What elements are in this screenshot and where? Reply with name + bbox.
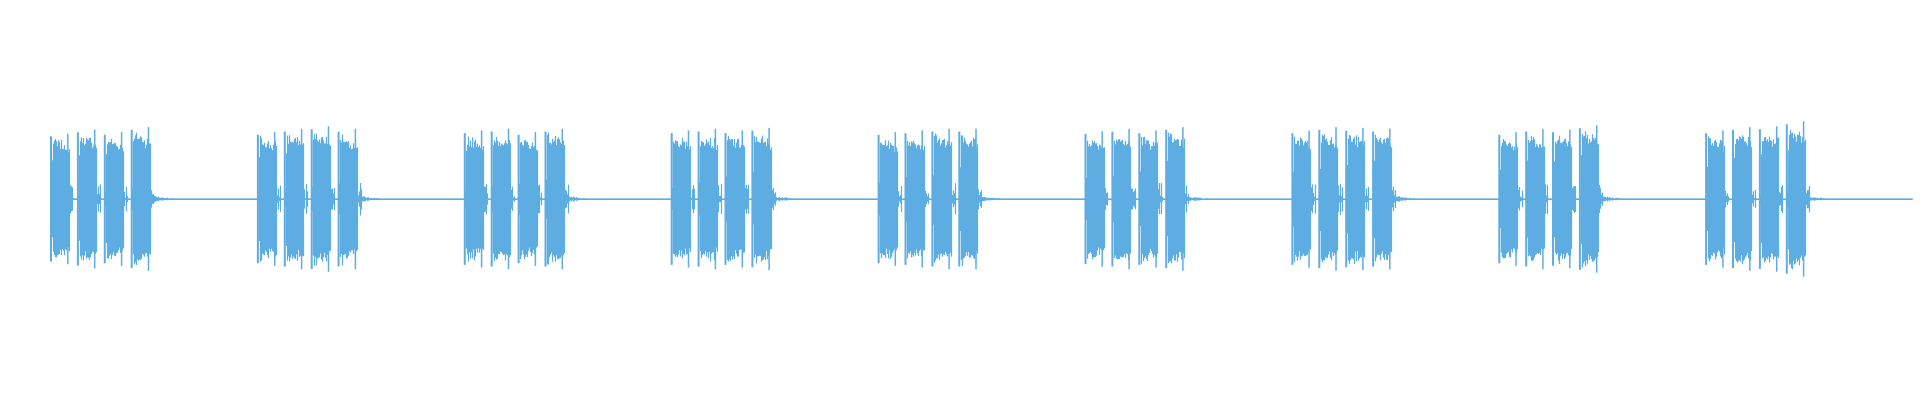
waveform-burst: [1291, 127, 1391, 271]
waveform-burst: [877, 128, 977, 270]
waveform-burst: [1084, 127, 1184, 271]
plot-area: [49, 121, 1914, 277]
waveform-burst: [1498, 125, 1598, 273]
waveform-burst: [256, 126, 357, 272]
waveform-burst: [463, 128, 564, 270]
waveform-burst: [670, 127, 770, 271]
waveform-burst: [1705, 121, 1805, 277]
waveform-burst: [50, 127, 150, 271]
